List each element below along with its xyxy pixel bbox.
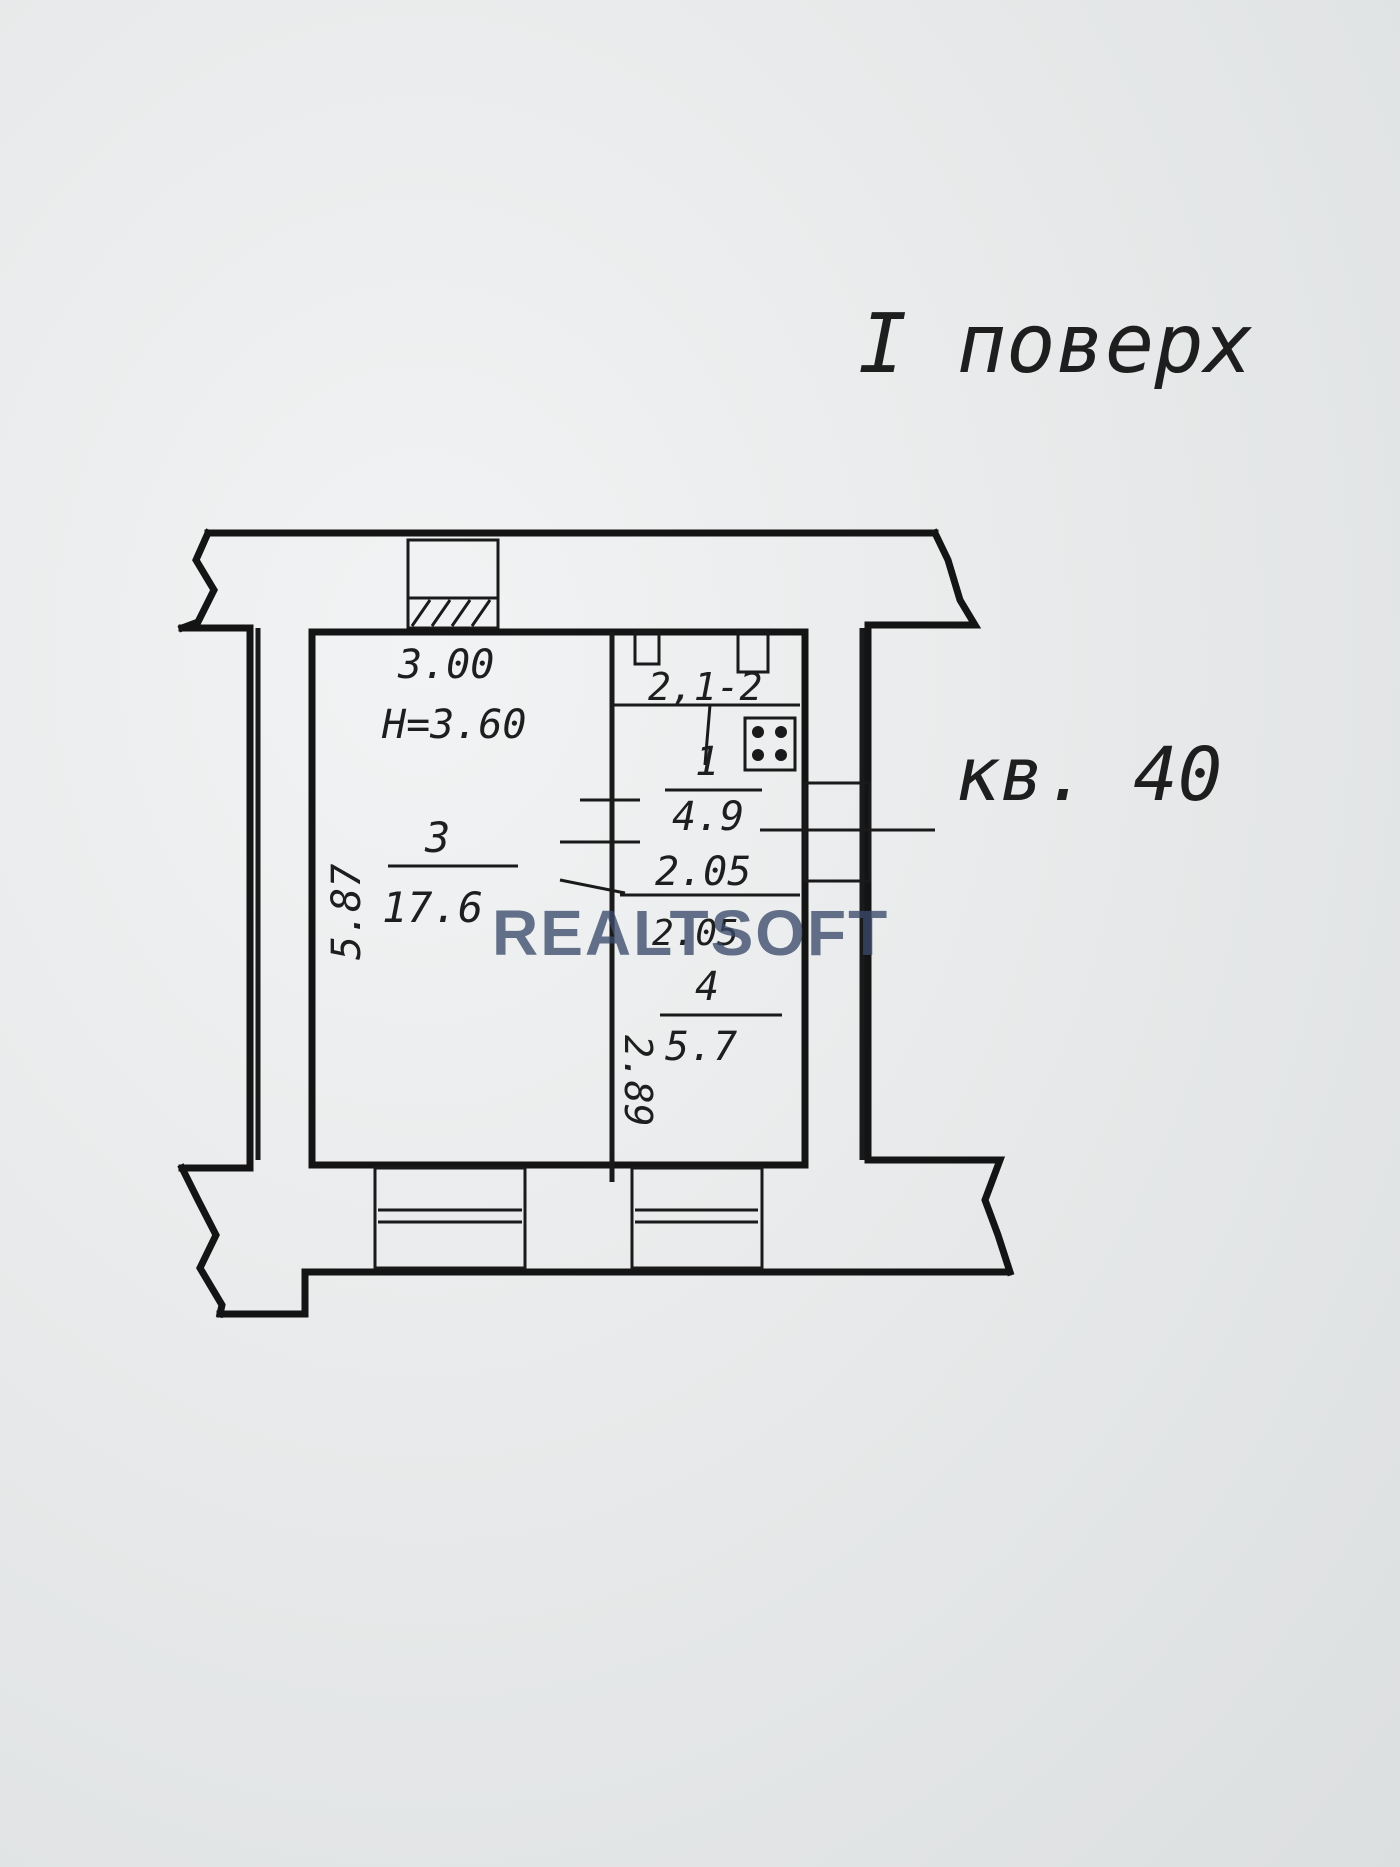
door-marks [559,798,640,895]
room-4-width: 2.05 [652,913,739,954]
floor-label: I поверх [858,297,1253,392]
bottom-windows [373,1166,764,1270]
room-4-length: 2.89 [616,1035,660,1127]
room-1-number: 1 [695,739,719,785]
fixture-label: 2,1-2 [648,665,762,709]
room-3-ceiling-height: H=3.60 [381,702,527,748]
room-1-area: 4.9 [672,794,744,840]
room-3-length: 5.87 [324,864,370,960]
kitchen-fixtures [633,630,797,772]
room-4-area: 5.7 [665,1024,737,1070]
ventilation-shaft [406,538,500,630]
room-1-width: 2.05 [655,849,751,895]
watermark: REALTSOFT [492,897,889,969]
room-3-area: 17.6 [382,883,483,932]
exterior-walls [177,528,1015,1319]
room-3-number: 3 [424,813,450,862]
apartment-label: кв. 40 [955,732,1222,818]
room-4-number: 4 [695,964,719,1010]
room-3-width: 3.00 [397,642,494,688]
